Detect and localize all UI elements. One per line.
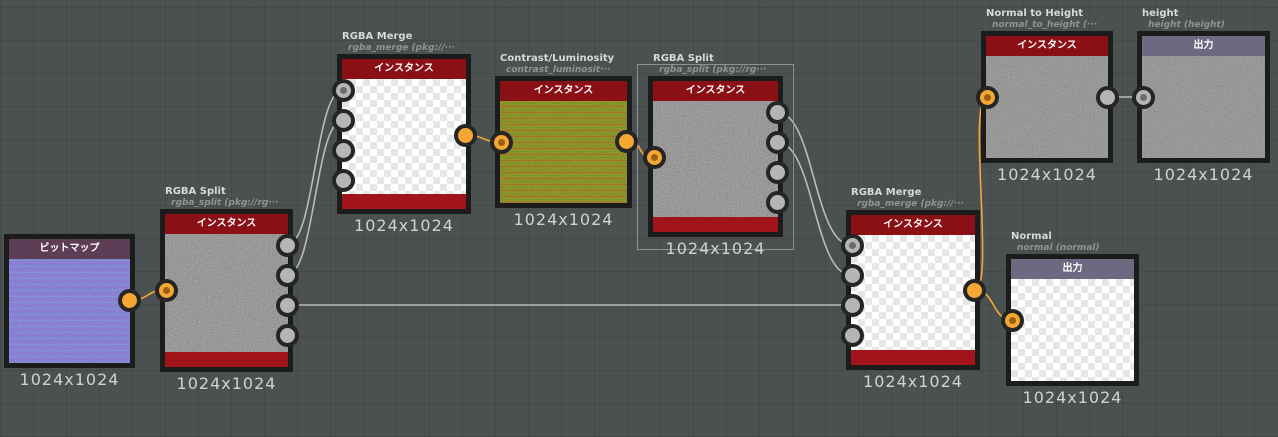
output-socket[interactable] xyxy=(766,191,789,214)
input-socket[interactable] xyxy=(490,131,513,154)
node-subtitle: height (height) xyxy=(1148,20,1225,30)
node-subtitle: contrast_luminosit··· xyxy=(506,65,611,75)
node-subtitle: rgba_split (pkg://rg··· xyxy=(171,198,279,208)
node-title: RGBA Split xyxy=(653,53,714,64)
output-socket[interactable] xyxy=(276,294,299,317)
input-socket[interactable] xyxy=(841,234,864,257)
node-thumbnail xyxy=(500,101,627,203)
node-title: RGBA Split xyxy=(165,186,226,197)
node-header: インスタンス xyxy=(653,81,778,101)
node-thumbnail xyxy=(1011,279,1134,381)
input-socket[interactable] xyxy=(332,139,355,162)
output-socket[interactable] xyxy=(766,161,789,184)
input-socket[interactable] xyxy=(643,146,666,169)
output-socket[interactable] xyxy=(766,101,789,124)
node-height-output[interactable]: 出力 xyxy=(1137,31,1270,163)
input-socket[interactable] xyxy=(841,264,864,287)
input-socket[interactable] xyxy=(841,324,864,347)
input-socket[interactable] xyxy=(1001,309,1024,332)
node-title: RGBA Merge xyxy=(342,31,413,42)
input-socket[interactable] xyxy=(1132,86,1155,109)
node-thumbnail xyxy=(165,234,288,352)
node-rgba-split-2[interactable]: インスタンス xyxy=(648,76,783,237)
node-thumbnail xyxy=(1142,56,1265,158)
node-resolution: 1024x1024 xyxy=(19,370,120,389)
node-normal-output[interactable]: 出力 xyxy=(1006,254,1139,386)
input-socket[interactable] xyxy=(332,79,355,102)
node-resolution: 1024x1024 xyxy=(665,239,766,258)
node-rgba-merge-1[interactable]: インスタンス xyxy=(337,54,471,214)
output-socket[interactable] xyxy=(276,324,299,347)
output-socket[interactable] xyxy=(276,234,299,257)
node-resolution: 1024x1024 xyxy=(354,216,454,235)
output-socket[interactable] xyxy=(454,124,477,147)
node-footer-bar xyxy=(653,217,778,232)
output-socket[interactable] xyxy=(118,289,141,312)
node-resolution: 1024x1024 xyxy=(176,374,277,393)
node-resolution: 1024x1024 xyxy=(513,210,614,229)
output-socket[interactable] xyxy=(276,264,299,287)
node-subtitle: rgba_merge (pkg://··· xyxy=(348,43,455,53)
node-header: 出力 xyxy=(1011,259,1134,279)
node-subtitle: rgba_split (pkg://rg··· xyxy=(659,65,767,75)
input-socket[interactable] xyxy=(976,86,999,109)
node-thumbnail xyxy=(986,56,1108,158)
node-subtitle: rgba_merge (pkg://··· xyxy=(857,199,964,209)
input-socket[interactable] xyxy=(332,109,355,132)
node-header: ビットマップ xyxy=(9,239,130,259)
node-contrast-luminosity[interactable]: インスタンス xyxy=(495,76,632,208)
output-socket[interactable] xyxy=(1096,86,1119,109)
node-title: height xyxy=(1142,8,1179,19)
node-resolution: 1024x1024 xyxy=(1153,165,1254,184)
node-footer-bar xyxy=(165,352,288,367)
node-bitmap[interactable]: ビットマップ xyxy=(4,234,135,368)
node-subtitle: normal_to_height (··· xyxy=(992,20,1098,30)
input-socket[interactable] xyxy=(155,279,178,302)
node-title: Normal to Height xyxy=(986,8,1084,19)
node-title: RGBA Merge xyxy=(851,187,922,198)
node-header: インスタンス xyxy=(342,59,466,79)
node-normal-to-height[interactable]: インスタンス xyxy=(981,31,1113,163)
node-title: Contrast/Luminosity xyxy=(500,53,615,64)
node-resolution: 1024x1024 xyxy=(997,165,1097,184)
node-resolution: 1024x1024 xyxy=(863,372,963,391)
output-socket[interactable] xyxy=(766,131,789,154)
node-rgba-split-1[interactable]: インスタンス xyxy=(160,209,293,372)
node-rgba-merge-2[interactable]: インスタンス xyxy=(846,210,980,370)
node-title: Normal xyxy=(1011,231,1052,242)
node-thumbnail xyxy=(653,101,778,217)
node-thumbnail xyxy=(9,259,130,363)
node-thumbnail xyxy=(342,79,466,194)
input-socket[interactable] xyxy=(332,169,355,192)
node-footer-bar xyxy=(851,350,975,365)
node-header: インスタンス xyxy=(986,36,1108,56)
input-socket[interactable] xyxy=(841,294,864,317)
node-header: 出力 xyxy=(1142,36,1265,56)
node-header: インスタンス xyxy=(851,215,975,235)
selection-frame xyxy=(637,64,794,250)
node-header: インスタンス xyxy=(165,214,288,234)
node-footer-bar xyxy=(342,194,466,209)
output-socket[interactable] xyxy=(615,130,638,153)
node-thumbnail xyxy=(851,235,975,350)
node-header: インスタンス xyxy=(500,81,627,101)
node-resolution: 1024x1024 xyxy=(1022,388,1123,407)
output-socket[interactable] xyxy=(963,279,986,302)
node-subtitle: normal (normal) xyxy=(1017,243,1100,253)
